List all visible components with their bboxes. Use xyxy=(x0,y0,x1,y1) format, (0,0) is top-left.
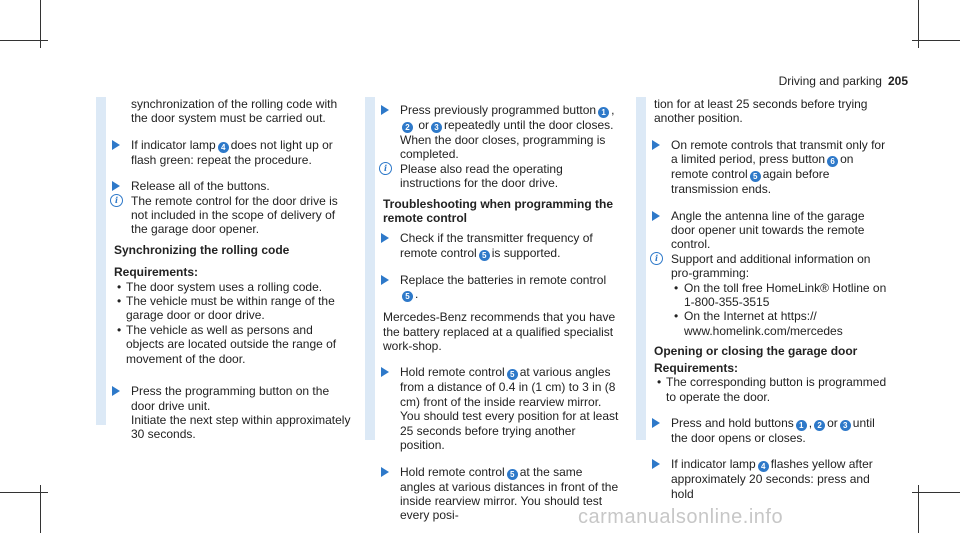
number-badge: 1 xyxy=(795,419,807,431)
watermark: carmanualsonline.info xyxy=(578,506,784,528)
crop-mark xyxy=(918,0,919,48)
number-badge: 2 xyxy=(402,122,413,133)
continued-text: synchronization of the rolling code with… xyxy=(131,97,338,126)
step-item: Angle the antenna line of the garage doo… xyxy=(636,209,891,252)
arrow-icon xyxy=(652,139,660,150)
continued-text: tion for at least 25 seconds before tryi… xyxy=(654,97,868,126)
arrow-icon xyxy=(652,417,660,428)
arrow-icon xyxy=(381,105,389,115)
crop-mark xyxy=(912,492,960,493)
step-item: Replace the batteries in remote control5… xyxy=(365,273,620,303)
arrow-icon xyxy=(652,459,660,470)
arrow-icon xyxy=(112,181,120,192)
column-bar xyxy=(96,97,106,425)
number-badge: 2 xyxy=(814,419,826,431)
step-item: Check if the transmitter frequency of re… xyxy=(365,231,620,261)
arrow-icon xyxy=(381,466,389,477)
section-title: Driving and parking xyxy=(778,74,882,88)
page-number: 205 xyxy=(887,74,908,88)
column-bar xyxy=(365,97,375,440)
step-item: Press the programming button on the door… xyxy=(96,384,351,442)
list-item: On the Internet at https:// www.homelink… xyxy=(636,309,891,338)
number-badge: 5 xyxy=(506,468,518,480)
number-badge: 5 xyxy=(478,249,490,261)
crop-mark xyxy=(0,492,48,493)
crop-mark xyxy=(40,0,41,48)
crop-mark xyxy=(0,40,48,41)
info-note: i Please also read the operating instruc… xyxy=(365,161,620,191)
info-icon: i xyxy=(379,161,392,175)
arrow-icon xyxy=(381,233,389,244)
number-badge: 1 xyxy=(598,107,610,118)
number-badge: 4 xyxy=(757,461,769,473)
info-note: i The remote control for the door drive … xyxy=(96,193,351,237)
step-item: On remote controls that transmit only fo… xyxy=(636,138,891,197)
number-badge: 6 xyxy=(827,156,839,168)
list-item: The door system uses a rolling code. xyxy=(96,280,351,295)
arrow-icon xyxy=(112,386,120,397)
arrow-icon xyxy=(381,367,389,378)
list-item: On the toll free HomeLink® Hotline on 1-… xyxy=(636,281,891,310)
step-item: Release all of the buttons. xyxy=(96,179,351,193)
requirements-label: Requirements: xyxy=(114,265,199,280)
page-header: Driving and parking 205 xyxy=(779,74,908,88)
crop-mark xyxy=(918,485,919,533)
number-badge: 5 xyxy=(506,369,518,381)
number-badge: 3 xyxy=(431,122,443,133)
section-heading: Synchronizing the rolling code xyxy=(114,242,290,257)
info-note: i Support and additional information on … xyxy=(636,251,891,281)
list-item: The corresponding button is programmed t… xyxy=(636,375,891,404)
arrow-icon xyxy=(652,210,660,221)
paragraph: Mercedes-Benz recommends that you have t… xyxy=(383,310,616,354)
section-heading: Troubleshooting when programming the rem… xyxy=(383,196,613,226)
section-heading: Opening or closing the garage door xyxy=(654,344,858,359)
number-badge: 4 xyxy=(217,141,229,153)
list-item: The vehicle as well as persons and objec… xyxy=(96,323,351,366)
crop-mark xyxy=(912,40,960,41)
list-item: The vehicle must be within range of the … xyxy=(96,294,351,323)
requirements-label: Requirements: xyxy=(654,360,739,375)
number-badge: 5 xyxy=(749,171,761,183)
arrow-icon xyxy=(381,274,389,285)
number-badge: 3 xyxy=(839,419,851,431)
column-bar xyxy=(636,97,646,440)
crop-mark xyxy=(40,485,41,533)
number-badge: 5 xyxy=(402,291,413,303)
info-icon: i xyxy=(650,251,663,265)
arrow-icon xyxy=(112,139,120,150)
info-icon: i xyxy=(110,193,123,207)
